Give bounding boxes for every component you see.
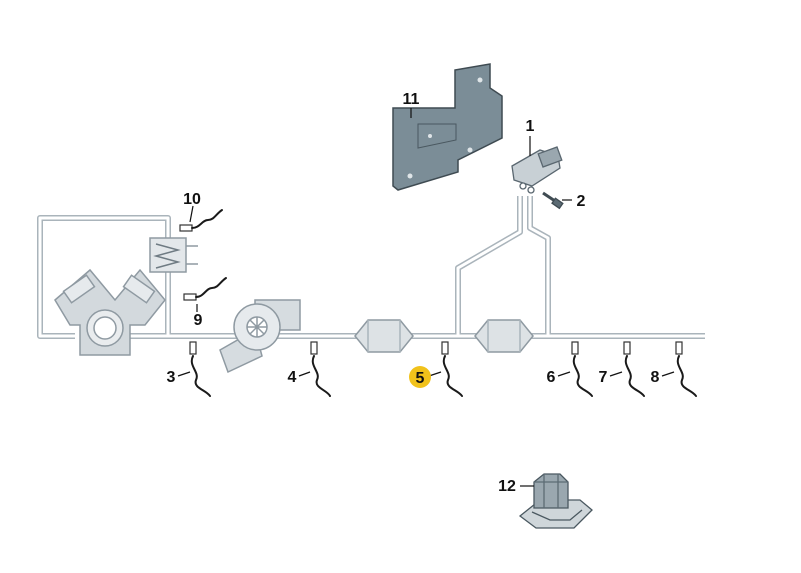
callout-5-highlight [409, 366, 431, 388]
temperature-sensor-4 [310, 341, 331, 397]
callout-9: 9 [194, 312, 203, 329]
nut [518, 473, 593, 529]
callout-11: 11 [403, 91, 420, 108]
callout-6: 6 [547, 369, 556, 386]
temperature-sensor-9 [183, 277, 227, 301]
temperature-sensor-5 [441, 341, 463, 397]
egr-cooler [149, 237, 198, 273]
callout-12: 12 [498, 478, 516, 495]
engine-block [54, 268, 166, 356]
leader-lines [177, 108, 675, 487]
temperature-sensor-8 [675, 341, 697, 397]
callout-2: 2 [577, 193, 586, 210]
pressure-sensor [511, 146, 563, 194]
callout-10: 10 [183, 191, 201, 208]
callout-1: 1 [526, 118, 535, 135]
pressure-line-front [455, 196, 523, 336]
screw [542, 191, 564, 210]
turbocharger [219, 299, 301, 374]
particulate-filter [474, 319, 534, 353]
temperature-sensor-3 [189, 341, 211, 397]
callout-7: 7 [599, 369, 608, 386]
callouts: 1 2 3 4 5 6 7 8 9 10 11 12 [167, 91, 660, 495]
temperature-sensor-10 [179, 209, 223, 232]
callout-3: 3 [167, 369, 176, 386]
callout-8: 8 [651, 369, 660, 386]
catalytic-converter [354, 319, 414, 353]
callout-4: 4 [288, 369, 297, 386]
temperature-sensor-7 [623, 341, 645, 397]
callout-5: 5 [416, 370, 425, 387]
bracket-plate [392, 63, 503, 191]
temperature-sensor-6 [571, 341, 593, 397]
temperature-sensors [179, 209, 697, 397]
pressure-line-rear [527, 196, 551, 336]
